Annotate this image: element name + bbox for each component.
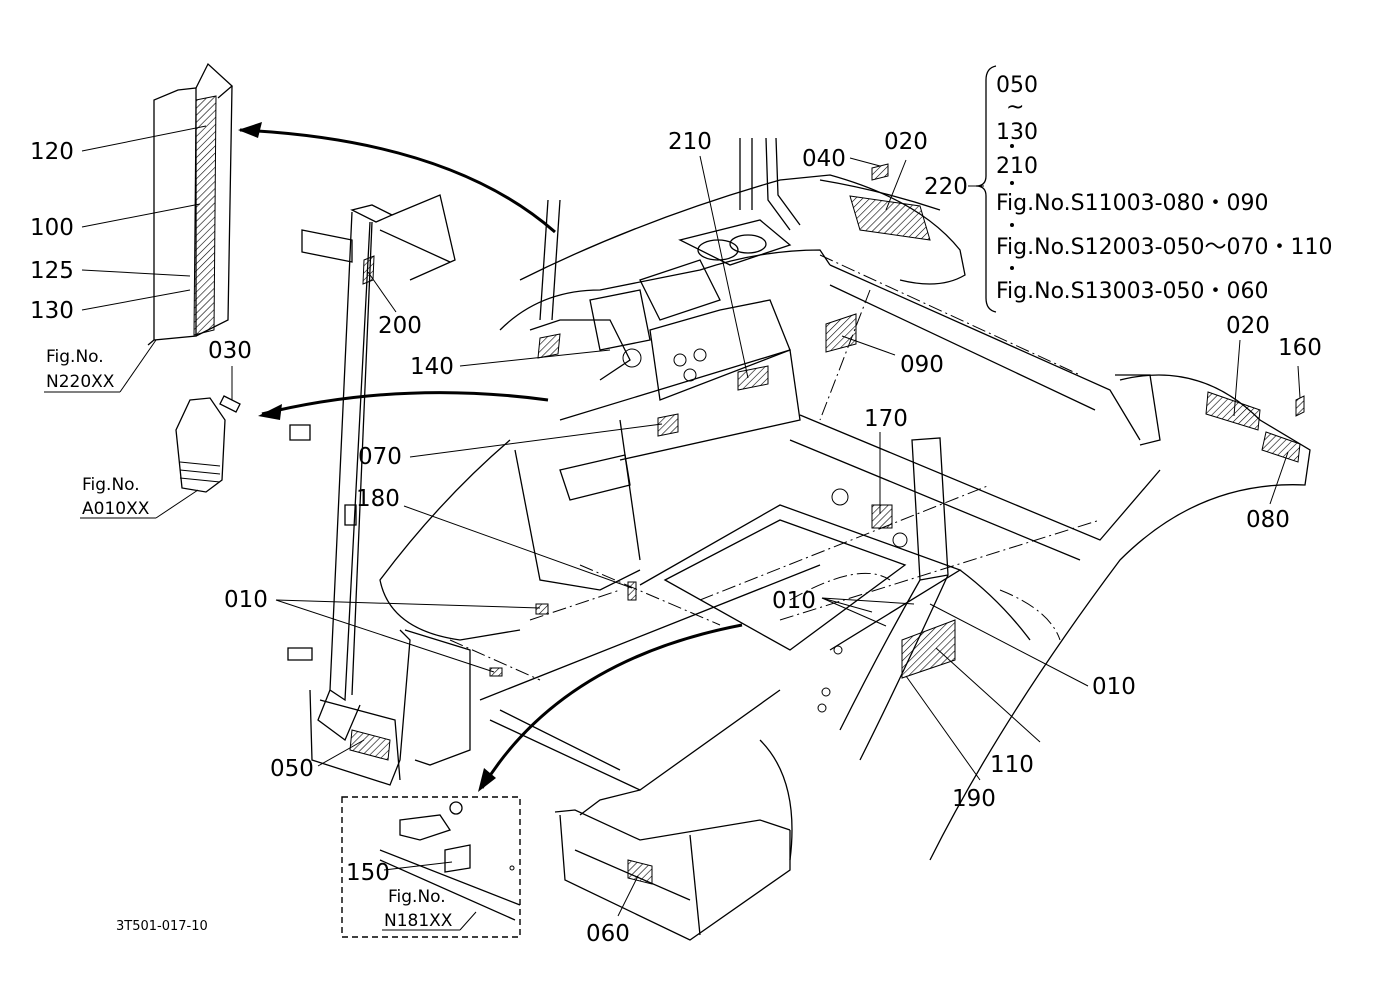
part-label-080: 080 [1246, 507, 1290, 533]
part-label-140: 140 [410, 354, 454, 380]
part-label-220: 220 [924, 174, 968, 200]
bracket-line-1: 050 [996, 73, 1038, 98]
part-label-170: 170 [864, 406, 908, 432]
drawing-code: 3T501-017-10 [116, 919, 208, 934]
ref-n181-title: Fig.No. [388, 887, 446, 907]
bracket-line-5: Fig.No.S11003-080・090 [996, 191, 1269, 216]
handle-cover-detail [175, 395, 241, 493]
part-label-020-top: 020 [884, 129, 928, 155]
part-label-130: 130 [30, 298, 74, 324]
part-label-210: 210 [668, 129, 712, 155]
part-label-020-right: 020 [1226, 313, 1270, 339]
leader-lines [44, 65, 1301, 931]
part-label-010-right: 010 [1092, 674, 1136, 700]
ref-n220-title: Fig.No. [46, 347, 104, 367]
part-label-190: 190 [952, 786, 996, 812]
decal-shapes [193, 95, 1305, 885]
ref-n181-code: N181XX [384, 911, 453, 931]
part-label-160: 160 [1278, 335, 1322, 361]
bracket-line-6: Fig.No.S12003-050～070・110 [996, 235, 1333, 260]
part-label-040: 040 [802, 146, 846, 172]
bracket-line-3: 130 [996, 120, 1038, 145]
cab-frame-drawing [287, 137, 1311, 941]
ref-a010-code: A010XX [82, 499, 150, 519]
part-label-150: 150 [346, 860, 390, 886]
part-label-030: 030 [208, 338, 252, 364]
part-label-090: 090 [900, 352, 944, 378]
part-label-200: 200 [378, 313, 422, 339]
part-label-050: 050 [270, 756, 314, 782]
part-label-120: 120 [30, 139, 74, 165]
part-label-010-middle: 010 [772, 588, 816, 614]
part-label-125: 125 [30, 258, 74, 284]
bracket-line-4: 210 [996, 154, 1038, 179]
bracket-list-220: 050 ~ 130 210 Fig.No.S11003-080・090 Fig.… [996, 73, 1333, 304]
part-labels: 120 100 125 130 030 200 140 070 180 010 … [30, 129, 1322, 947]
bracket-line-2: ~ [1006, 95, 1024, 120]
ref-a010-title: Fig.No. [82, 475, 140, 495]
part-label-010-left: 010 [224, 587, 268, 613]
part-label-060: 060 [586, 921, 630, 947]
callout-arrows [238, 122, 743, 792]
figure-references: Fig.No. N220XX Fig.No. A010XX Fig.No. N1… [46, 347, 453, 931]
pillar-trim-detail [147, 62, 233, 346]
part-label-100: 100 [30, 215, 74, 241]
part-label-070: 070 [358, 444, 402, 470]
part-label-110: 110 [990, 752, 1034, 778]
detail-box-n181 [341, 796, 521, 938]
bracket-line-7: Fig.No.S13003-050・060 [996, 279, 1269, 304]
ref-n220-code: N220XX [46, 372, 115, 392]
part-label-180: 180 [356, 486, 400, 512]
